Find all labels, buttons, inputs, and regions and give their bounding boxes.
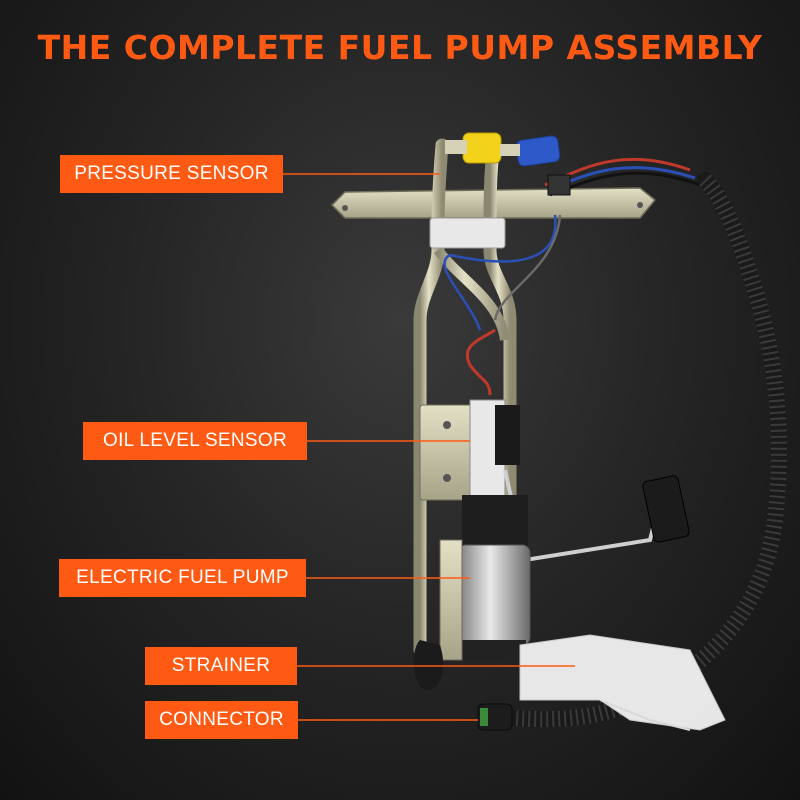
electric-fuel-pump bbox=[457, 544, 531, 646]
blue-cap bbox=[515, 135, 561, 167]
strainer-filter bbox=[519, 634, 726, 731]
label-oil-level-sensor: OIL LEVEL SENSOR bbox=[83, 422, 307, 460]
oil-level-sensor-bracket bbox=[419, 404, 476, 501]
page-title: THE COMPLETE FUEL PUMP ASSEMBLY bbox=[37, 28, 763, 67]
yellow-cap bbox=[462, 132, 502, 164]
label-pressure-sensor: PRESSURE SENSOR bbox=[60, 155, 283, 193]
float bbox=[642, 475, 690, 543]
label-connector: CONNECTOR bbox=[145, 701, 298, 739]
wire-harness bbox=[502, 172, 787, 728]
label-electric-fuel-pump: ELECTRIC FUEL PUMP bbox=[59, 559, 306, 597]
label-strainer: STRAINER bbox=[145, 647, 297, 685]
